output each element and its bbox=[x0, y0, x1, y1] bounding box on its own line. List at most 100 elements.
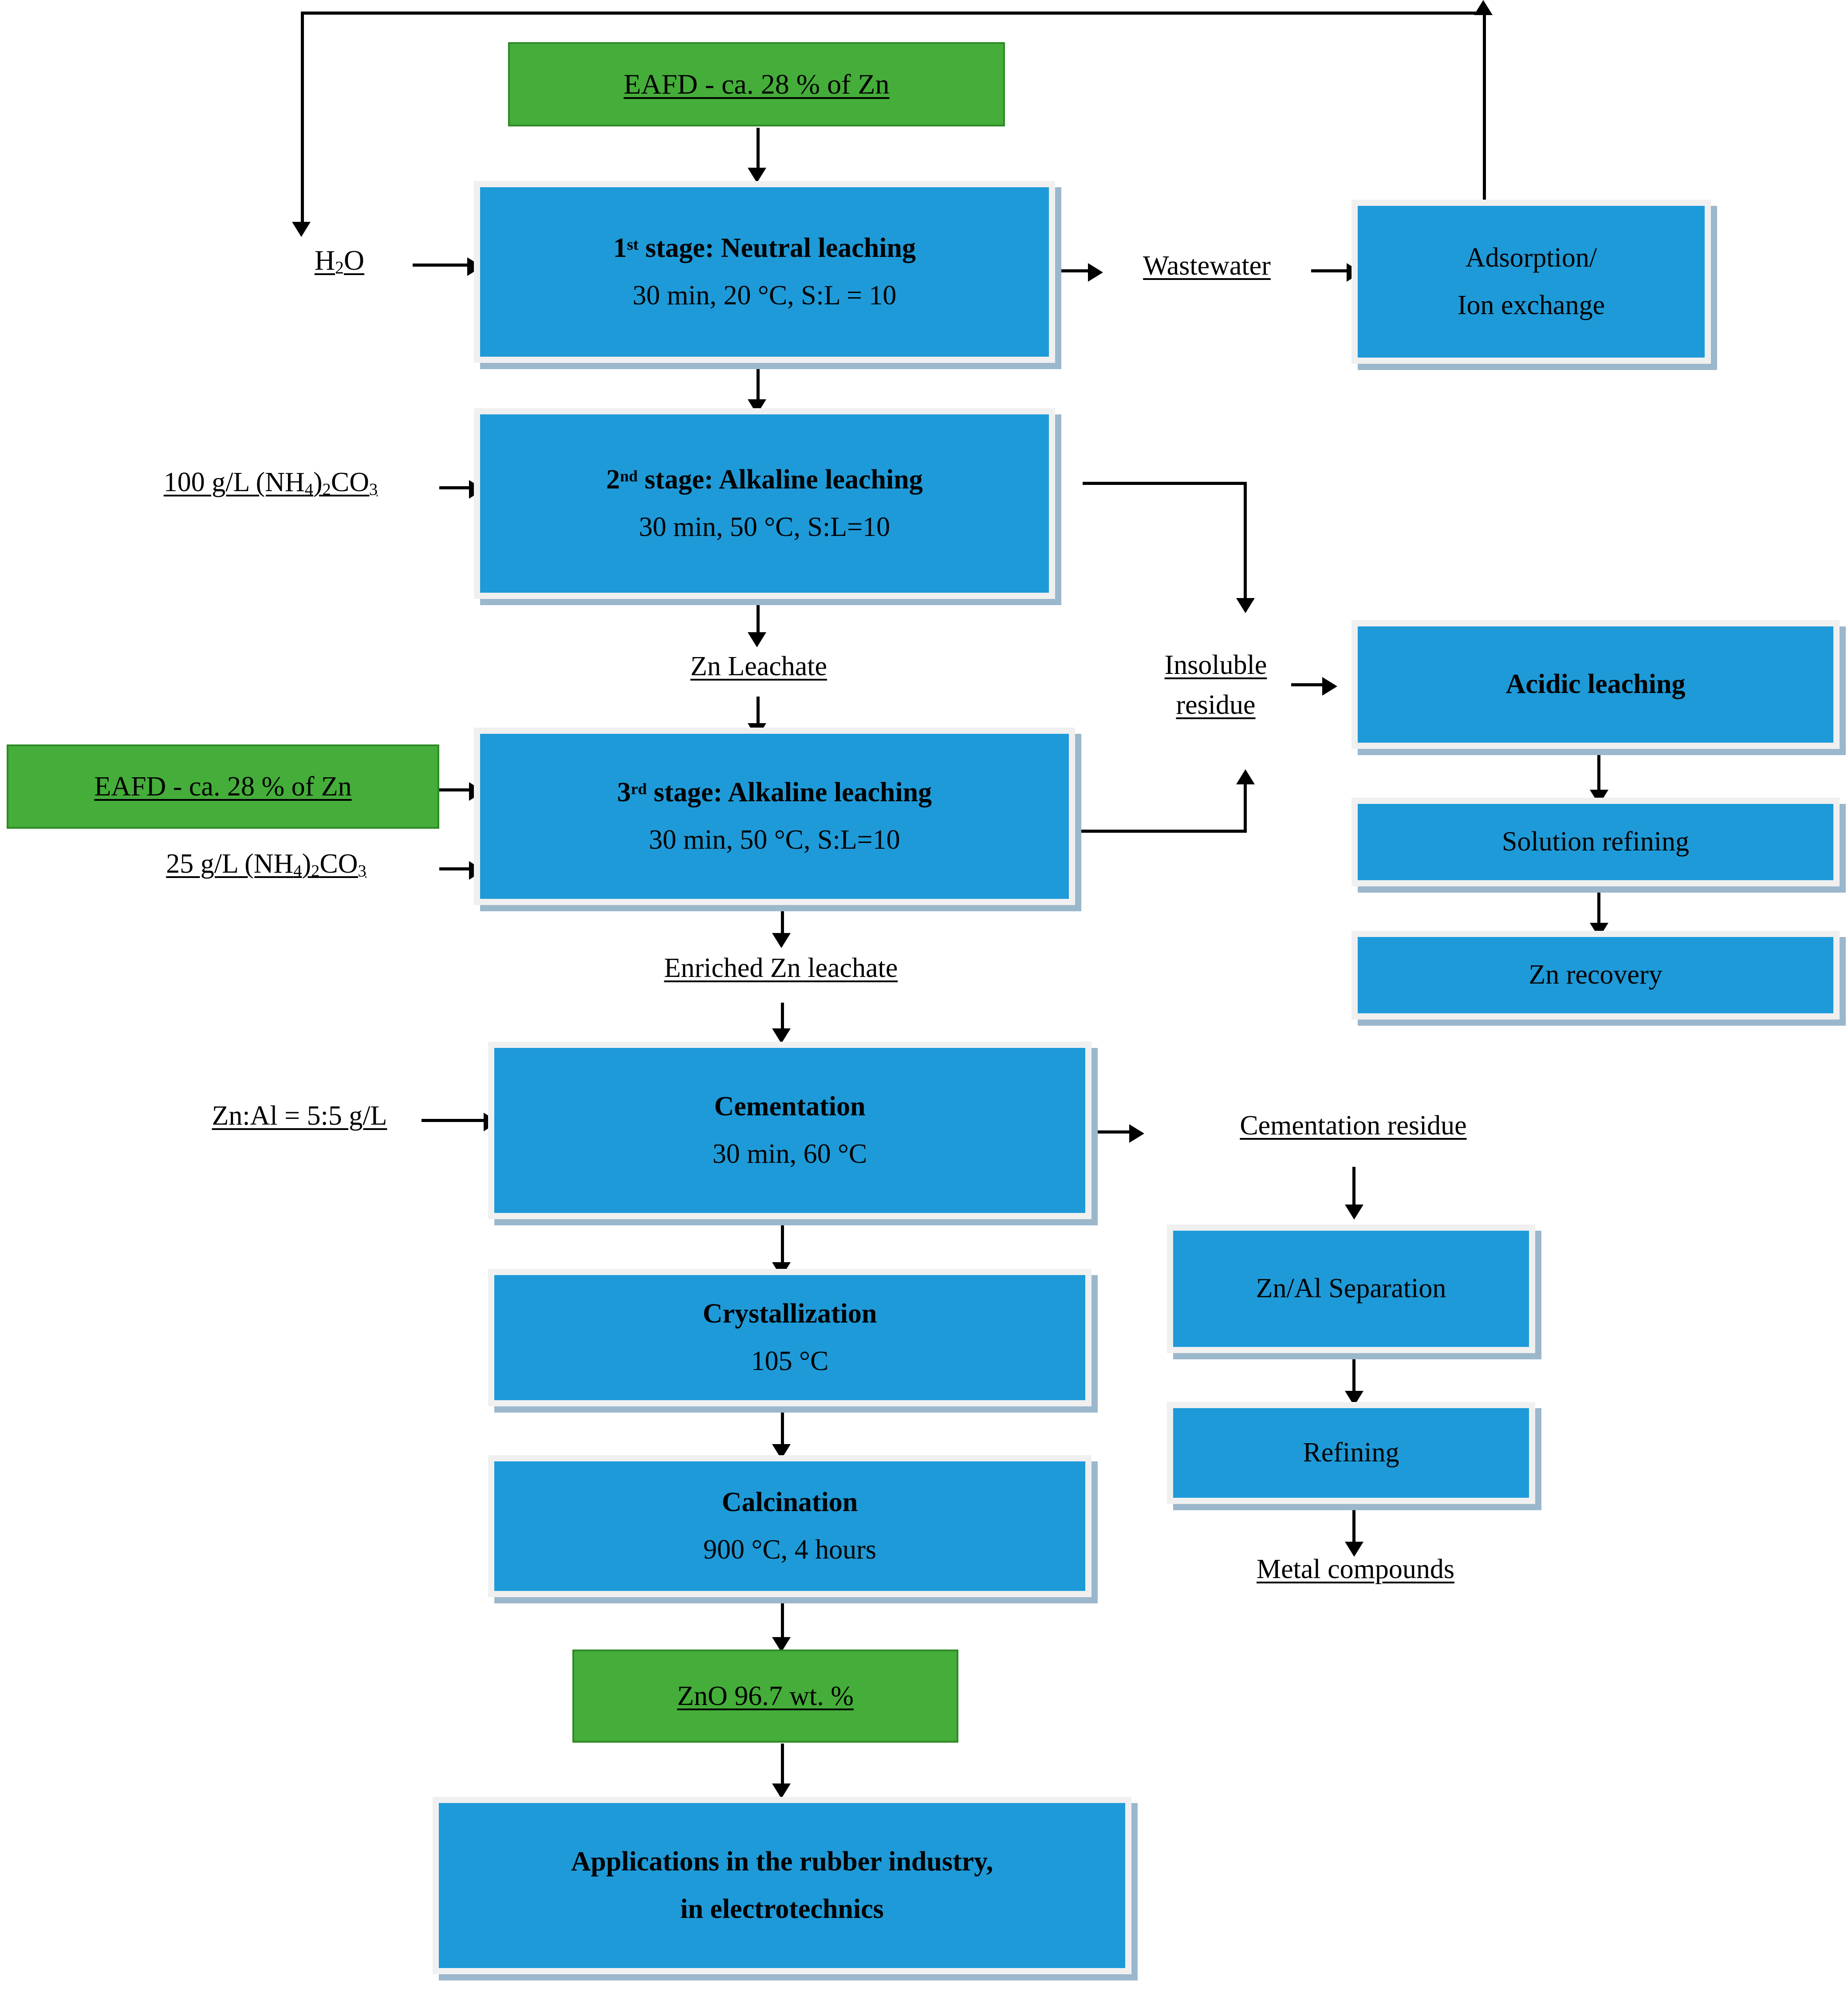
zn-al-ratio-text: Zn:Al = 5:5 g/L bbox=[212, 1101, 387, 1131]
edge-stage2-leachate-arrow bbox=[748, 632, 766, 647]
stage2-title: 2nd stage: Alkaline leaching bbox=[606, 464, 923, 495]
node-calcination[interactable]: Calcination 900 °C, 4 hours bbox=[488, 1455, 1091, 1597]
h2o-text: H2O bbox=[314, 244, 365, 278]
cementation-title: Cementation bbox=[714, 1091, 866, 1122]
node-refining[interactable]: Refining bbox=[1167, 1402, 1535, 1504]
edge-cemresidue-znal-arrow bbox=[1345, 1205, 1363, 1220]
node-stage1-neutral-leaching[interactable]: 1st stage: Neutral leaching 30 min, 20 °… bbox=[474, 181, 1055, 363]
node-eafd-top[interactable]: EAFD - ca. 28 % of Zn bbox=[508, 42, 1005, 126]
label-zn-leachate: Zn Leachate bbox=[621, 650, 896, 684]
cementation-detail: 30 min, 60 °C bbox=[712, 1139, 867, 1169]
edge-enriched-cementation-arrow bbox=[772, 1028, 791, 1043]
stage1-detail: 30 min, 20 °C, S:L = 10 bbox=[632, 280, 897, 311]
wastewater-text: Wastewater bbox=[1143, 251, 1271, 281]
edge-calcination-to-zno bbox=[781, 1597, 784, 1646]
recycle-top-run bbox=[301, 12, 1485, 15]
edge-carbonate100-to-stage2 bbox=[439, 486, 474, 489]
edge-zno-to-applications bbox=[781, 1744, 784, 1792]
node-stage2-alkaline-leaching[interactable]: 2nd stage: Alkaline leaching 30 min, 50 … bbox=[474, 408, 1055, 599]
zno-product-label: ZnO 96.7 wt. % bbox=[677, 1681, 854, 1711]
edge-cementation-to-crystallization bbox=[781, 1224, 784, 1269]
enriched-leachate-text: Enriched Zn leachate bbox=[664, 953, 898, 983]
edge-cemresidue-to-znal bbox=[1352, 1167, 1355, 1211]
stage3-detail: 30 min, 50 °C, S:L=10 bbox=[649, 825, 900, 855]
refining-title: Refining bbox=[1303, 1437, 1399, 1468]
node-solution-refining[interactable]: Solution refining bbox=[1352, 798, 1840, 886]
edge-stage3-residue-arrow bbox=[1236, 769, 1255, 784]
edge-stage3-enriched-arrow bbox=[772, 933, 791, 948]
zn-recovery-title: Zn recovery bbox=[1529, 960, 1663, 990]
label-metal-compounds: Metal compounds bbox=[1171, 1553, 1540, 1587]
node-applications[interactable]: Applications in the rubber industry, in … bbox=[433, 1797, 1131, 1974]
edge-eafd-to-stage1 bbox=[757, 128, 760, 172]
edge-crystallization-to-calcination bbox=[781, 1406, 784, 1451]
calcination-title: Calcination bbox=[721, 1487, 858, 1517]
edge-stage1-wastewater-arrow bbox=[1088, 263, 1103, 282]
edge-eafd3-to-stage3 bbox=[439, 788, 475, 791]
zn-al-separation-title: Zn/Al Separation bbox=[1256, 1273, 1446, 1304]
stage3-title: 3rd stage: Alkaline leaching bbox=[617, 777, 932, 807]
edge-carbonate25-to-stage3 bbox=[439, 867, 475, 870]
solution-refining-title: Solution refining bbox=[1502, 827, 1689, 857]
edge-acidic-to-solrefining bbox=[1597, 750, 1600, 799]
node-zn-al-separation[interactable]: Zn/Al Separation bbox=[1167, 1224, 1535, 1353]
cementation-residue-text: Cementation residue bbox=[1240, 1110, 1467, 1141]
edge-eafd-to-stage1-arrow bbox=[748, 168, 766, 183]
node-zn-recovery[interactable]: Zn recovery bbox=[1352, 931, 1840, 1020]
label-carbonate-100: 100 g/L (NH4)2CO3 bbox=[102, 466, 439, 500]
edge-solrefining-to-znrecovery bbox=[1597, 883, 1600, 932]
recycle-arrow-down bbox=[292, 222, 311, 237]
applications-line2: in electrotechnics bbox=[680, 1894, 884, 1925]
node-stage3-alkaline-leaching[interactable]: 3rd stage: Alkaline leaching 30 min, 50 … bbox=[474, 728, 1075, 905]
applications-line1: Applications in the rubber industry, bbox=[571, 1846, 993, 1877]
stage1-title: 1st stage: Neutral leaching bbox=[613, 232, 916, 263]
node-crystallization[interactable]: Crystallization 105 °C bbox=[488, 1269, 1091, 1406]
edge-refining-to-metalcompounds bbox=[1352, 1504, 1355, 1553]
metal-compounds-text: Metal compounds bbox=[1257, 1554, 1454, 1584]
node-adsorption-ion-exchange[interactable]: Adsorption/ Ion exchange bbox=[1352, 200, 1711, 364]
insoluble-line1: Insoluble bbox=[1164, 650, 1267, 680]
node-zno-product[interactable]: ZnO 96.7 wt. % bbox=[572, 1650, 958, 1743]
edge-residue-acidic-arrow bbox=[1322, 677, 1337, 696]
edge-refining-metal-arrow bbox=[1345, 1542, 1363, 1557]
edge-cementation-residue-arrow bbox=[1129, 1124, 1144, 1143]
adsorption-line2: Ion exchange bbox=[1457, 290, 1605, 321]
recycle-drop-left bbox=[301, 12, 304, 229]
label-wastewater: Wastewater bbox=[1096, 249, 1318, 283]
edge-stage3-right-riser bbox=[1244, 782, 1247, 831]
edge-stage3-to-enriched bbox=[781, 901, 784, 941]
edge-zno-applications-arrow bbox=[772, 1783, 791, 1799]
stage2-detail: 30 min, 50 °C, S:L=10 bbox=[638, 512, 891, 543]
edge-znal-to-cementation bbox=[422, 1119, 488, 1122]
carbonate100-text: 100 g/L (NH4)2CO3 bbox=[163, 467, 378, 499]
eafd-third-label: EAFD - ca. 28 % of Zn bbox=[94, 771, 352, 802]
recycle-riser-right bbox=[1483, 12, 1486, 207]
edge-leachate-to-stage3 bbox=[757, 697, 760, 732]
edge-wastewater-to-adsorption bbox=[1311, 269, 1352, 272]
label-enriched-zn-leachate: Enriched Zn leachate bbox=[603, 952, 958, 985]
zn-leachate-text: Zn Leachate bbox=[690, 651, 827, 681]
edge-stage2-right-run bbox=[1083, 482, 1247, 485]
edge-stage2-to-leachate bbox=[757, 598, 760, 638]
crystallization-detail: 105 °C bbox=[751, 1346, 829, 1377]
eafd-top-label: EAFD - ca. 28 % of Zn bbox=[623, 68, 890, 100]
node-acidic-leaching[interactable]: Acidic leaching bbox=[1352, 620, 1840, 749]
label-insoluble-residue: Insoluble residue bbox=[1127, 646, 1304, 725]
label-cementation-residue: Cementation residue bbox=[1149, 1109, 1557, 1143]
label-zn-al-ratio: Zn:Al = 5:5 g/L bbox=[177, 1099, 422, 1133]
edge-znal-to-refining bbox=[1352, 1353, 1355, 1398]
edge-enriched-to-cementation bbox=[781, 1003, 784, 1038]
calcination-detail: 900 °C, 4 hours bbox=[703, 1535, 876, 1565]
edge-h2o-to-stage1 bbox=[413, 264, 470, 267]
edge-stage3-right-run bbox=[1074, 830, 1247, 833]
adsorption-line1: Adsorption/ bbox=[1465, 242, 1597, 273]
insoluble-line2: residue bbox=[1176, 689, 1256, 720]
edge-stage1-to-stage2 bbox=[757, 362, 760, 406]
edge-stage1-to-wastewater bbox=[1054, 269, 1094, 272]
acidic-leaching-title: Acidic leaching bbox=[1505, 669, 1686, 700]
node-cementation[interactable]: Cementation 30 min, 60 °C bbox=[488, 1042, 1091, 1219]
node-eafd-third-stage[interactable]: EAFD - ca. 28 % of Zn bbox=[7, 744, 439, 829]
label-carbonate-25: 25 g/L (NH4)2CO3 bbox=[93, 847, 439, 882]
edge-cementation-to-residue bbox=[1091, 1130, 1136, 1134]
